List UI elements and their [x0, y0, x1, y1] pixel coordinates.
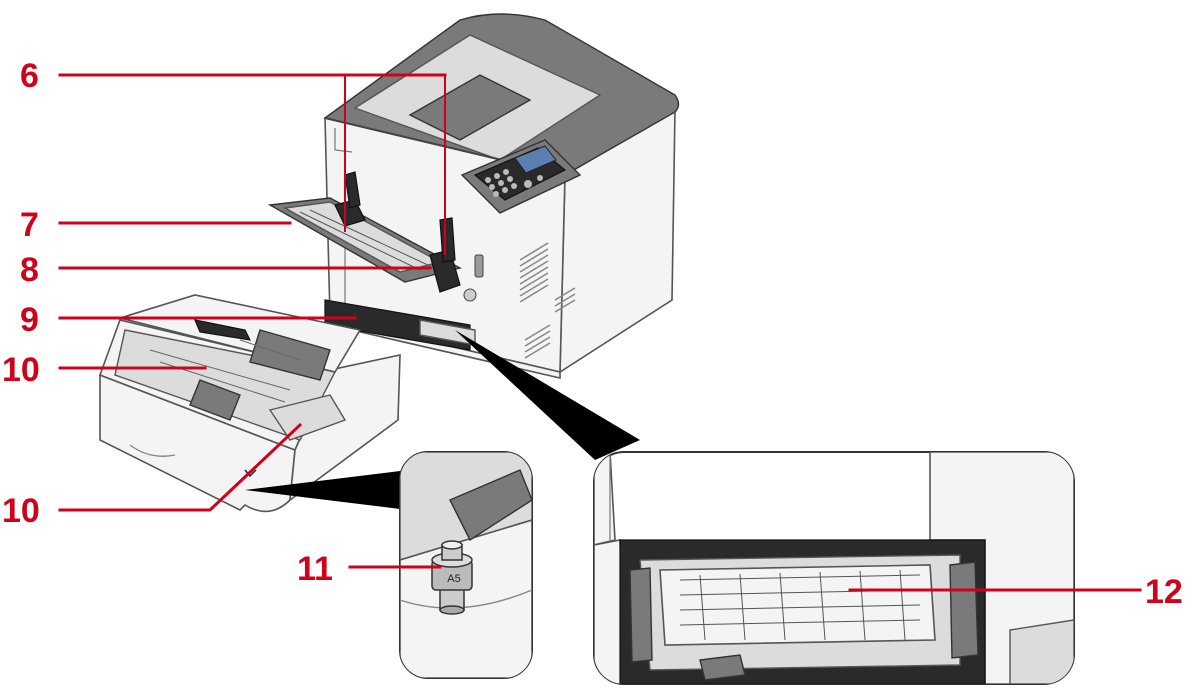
multi-purpose-tray — [267, 197, 462, 293]
callout-numbers: 6 7 8 9 10 10 11 12 — [2, 57, 1183, 611]
duplex-unit — [619, 539, 986, 684]
dial-size-label: A5 — [447, 573, 460, 585]
inset-rear-cover — [593, 451, 1075, 685]
callout-10-guide: 10 — [2, 351, 40, 389]
paper-size-dial: A5 — [431, 540, 473, 615]
side-vents — [519, 242, 576, 359]
callout-12: 12 — [1145, 573, 1183, 611]
callout-8: 8 — [20, 251, 39, 289]
callout-11: 11 — [297, 550, 333, 588]
inset-size-dial: A5 — [399, 451, 533, 679]
callout-9: 9 — [20, 301, 39, 339]
callout-leaders — [58, 73, 1142, 592]
inset-connector-dial — [245, 470, 408, 510]
operation-panel — [460, 139, 582, 214]
callout-6: 6 — [20, 57, 39, 95]
printer — [267, 13, 680, 380]
callout-7: 7 — [20, 206, 39, 244]
callout-10-length-guide: 10 — [2, 492, 40, 530]
panel-screen — [514, 145, 557, 174]
inset-connector-rear — [455, 330, 640, 460]
